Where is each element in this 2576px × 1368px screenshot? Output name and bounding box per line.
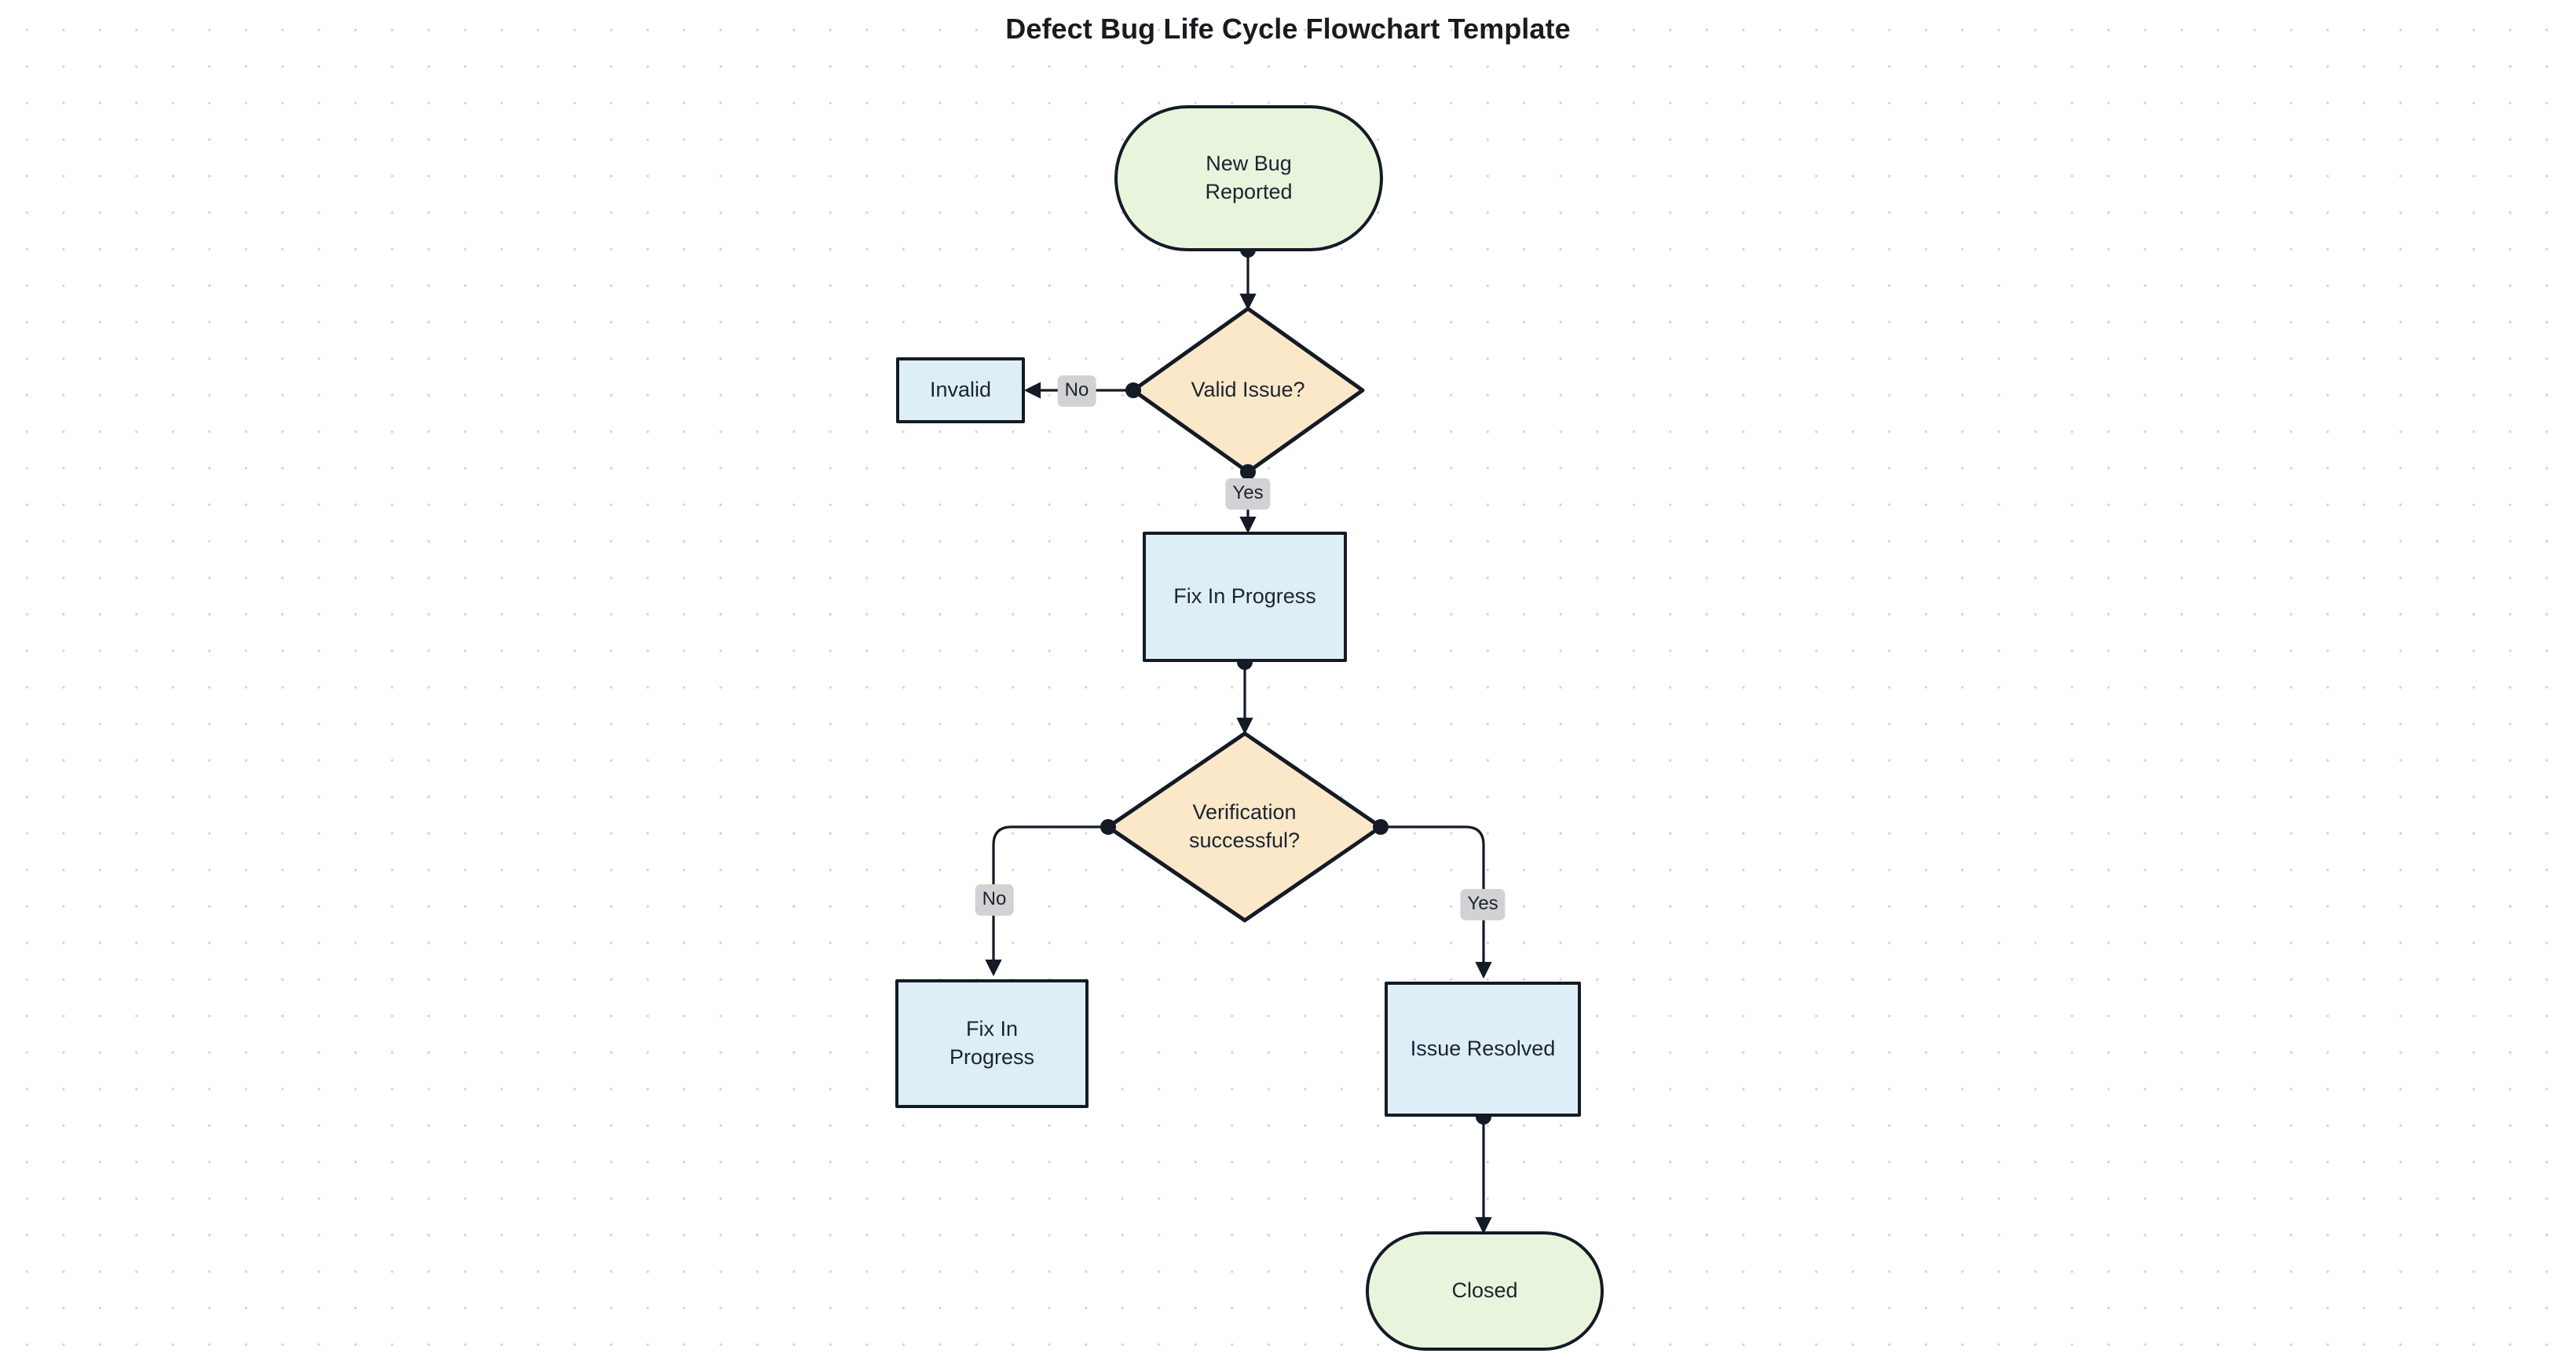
port-dot-valid-issue-bottom <box>1240 464 1256 480</box>
edge-label-valid-issue-yes: Yes <box>1225 478 1271 510</box>
port-dot-verification-right <box>1373 819 1389 835</box>
decision-valid-issue-shape[interactable] <box>1131 306 1365 474</box>
node-closed-label: Closed <box>1451 1278 1518 1303</box>
node-invalid-label: Invalid <box>929 378 992 402</box>
node-issue-resolved-label: Issue Resolved <box>1410 1037 1556 1061</box>
node-fix-in-progress-2[interactable]: Fix In Progress <box>895 979 1089 1108</box>
decision-verification-shape[interactable] <box>1106 731 1383 923</box>
port-dot-verification-left <box>1100 819 1116 835</box>
port-dot-valid-issue-left <box>1125 382 1141 398</box>
node-fix-in-progress-1[interactable]: Fix In Progress <box>1143 532 1347 662</box>
edge-label-verification-yes: Yes <box>1460 889 1506 920</box>
node-fix-in-progress-2-label: Fix In Progress <box>949 1017 1035 1069</box>
node-invalid[interactable]: Invalid <box>896 357 1025 423</box>
edge-label-verification-no: No <box>975 884 1014 916</box>
node-new-bug-reported[interactable]: New Bug Reported <box>1114 105 1383 251</box>
edge-verification-to-issue-resolved <box>1381 825 1492 979</box>
page-title: Defect Bug Life Cycle Flowchart Template <box>1005 13 1571 45</box>
edge-label-valid-issue-no: No <box>1057 375 1096 407</box>
node-closed[interactable]: Closed <box>1366 1231 1604 1351</box>
node-new-bug-reported-label: New Bug Reported <box>1205 152 1293 203</box>
node-issue-resolved[interactable]: Issue Resolved <box>1385 982 1581 1117</box>
edge-verification-to-fix-in-progress-2 <box>985 825 1108 977</box>
node-fix-in-progress-1-label: Fix In Progress <box>1173 584 1316 609</box>
